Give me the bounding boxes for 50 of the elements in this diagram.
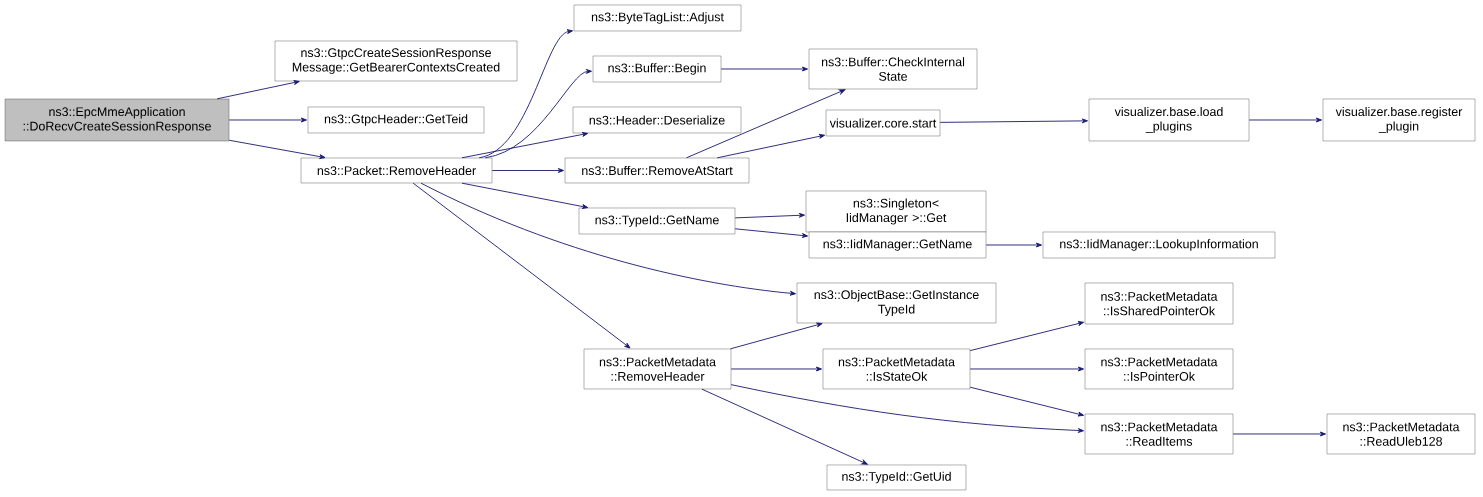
- function-box: ns3::ObjectBase::GetInstance TypeId: [796, 282, 997, 324]
- arrow: [716, 133, 825, 159]
- arrow: [730, 366, 822, 372]
- function-box: ns3::Buffer::RemoveAtStart: [564, 157, 750, 184]
- arrow: [730, 322, 823, 350]
- arrow: [720, 66, 808, 72]
- function-box: ns3::IidManager::GetName: [808, 231, 987, 259]
- function-box: ns3::PacketMetadata ::IsPointerOk: [1084, 348, 1234, 390]
- arrow: [412, 182, 631, 349]
- function-box: visualizer.base.load _plugins: [1088, 98, 1250, 142]
- function-box: ns3::EpcMmeApplication ::DoRecvCreateSessionResponse: [4, 98, 230, 142]
- arrow: [734, 212, 805, 219]
- function-box: ns3::GtpcCreateSessionResponse Message::GetBearerContextsCreated: [274, 40, 518, 82]
- function-box: ns3::PacketMetadata ::ReadUleb128: [1326, 413, 1476, 455]
- function-box: visualizer.core.start: [825, 109, 941, 137]
- arrow: [228, 139, 326, 160]
- arrow: [461, 132, 589, 159]
- arrow: [734, 228, 808, 238]
- function-box: ns3::IidManager::LookupInformation: [1042, 231, 1276, 259]
- arrow: [420, 182, 796, 296]
- arrow: [939, 118, 1088, 124]
- arrow: [484, 69, 592, 159]
- arrow: [701, 388, 868, 465]
- arrow: [969, 321, 1084, 352]
- arrow: [491, 168, 564, 173]
- function-box: ns3::Singleton< IidManager >::Get: [805, 190, 987, 233]
- function-box: ns3::TypeId::GetName: [578, 207, 736, 235]
- function-box: ns3::GtpcHeader::GetTeid: [307, 106, 485, 134]
- function-box: ns3::Packet::RemoveHeader: [300, 157, 493, 184]
- arrow: [228, 117, 307, 123]
- function-box: ns3::Buffer::CheckInternal State: [808, 48, 978, 90]
- arrow: [1248, 117, 1322, 123]
- arrow: [730, 384, 1084, 433]
- function-box: ns3::TypeId::GetUid: [826, 464, 967, 491]
- arrow: [985, 242, 1042, 248]
- function-box: ns3::PacketMetadata ::ReadItems: [1084, 413, 1234, 455]
- arrow: [969, 386, 1084, 417]
- function-box: ns3::PacketMetadata ::RemoveHeader: [583, 348, 732, 390]
- function-box: ns3::Buffer::Begin: [592, 55, 722, 83]
- arrow: [461, 182, 589, 209]
- arrow: [969, 366, 1084, 372]
- arrow: [686, 89, 846, 159]
- arrow: [216, 80, 300, 100]
- function-box: ns3::Header::Deserialize: [572, 106, 742, 134]
- function-box: ns3::PacketMetadata ::IsStateOk: [822, 348, 971, 390]
- arrow: [478, 29, 573, 159]
- arrow: [1232, 431, 1326, 437]
- function-box: ns3::ByteTagList::Adjust: [573, 4, 742, 32]
- function-box: visualizer.base.register _plugin: [1322, 98, 1476, 142]
- function-box: ns3::PacketMetadata ::IsSharedPointerOk: [1084, 282, 1234, 325]
